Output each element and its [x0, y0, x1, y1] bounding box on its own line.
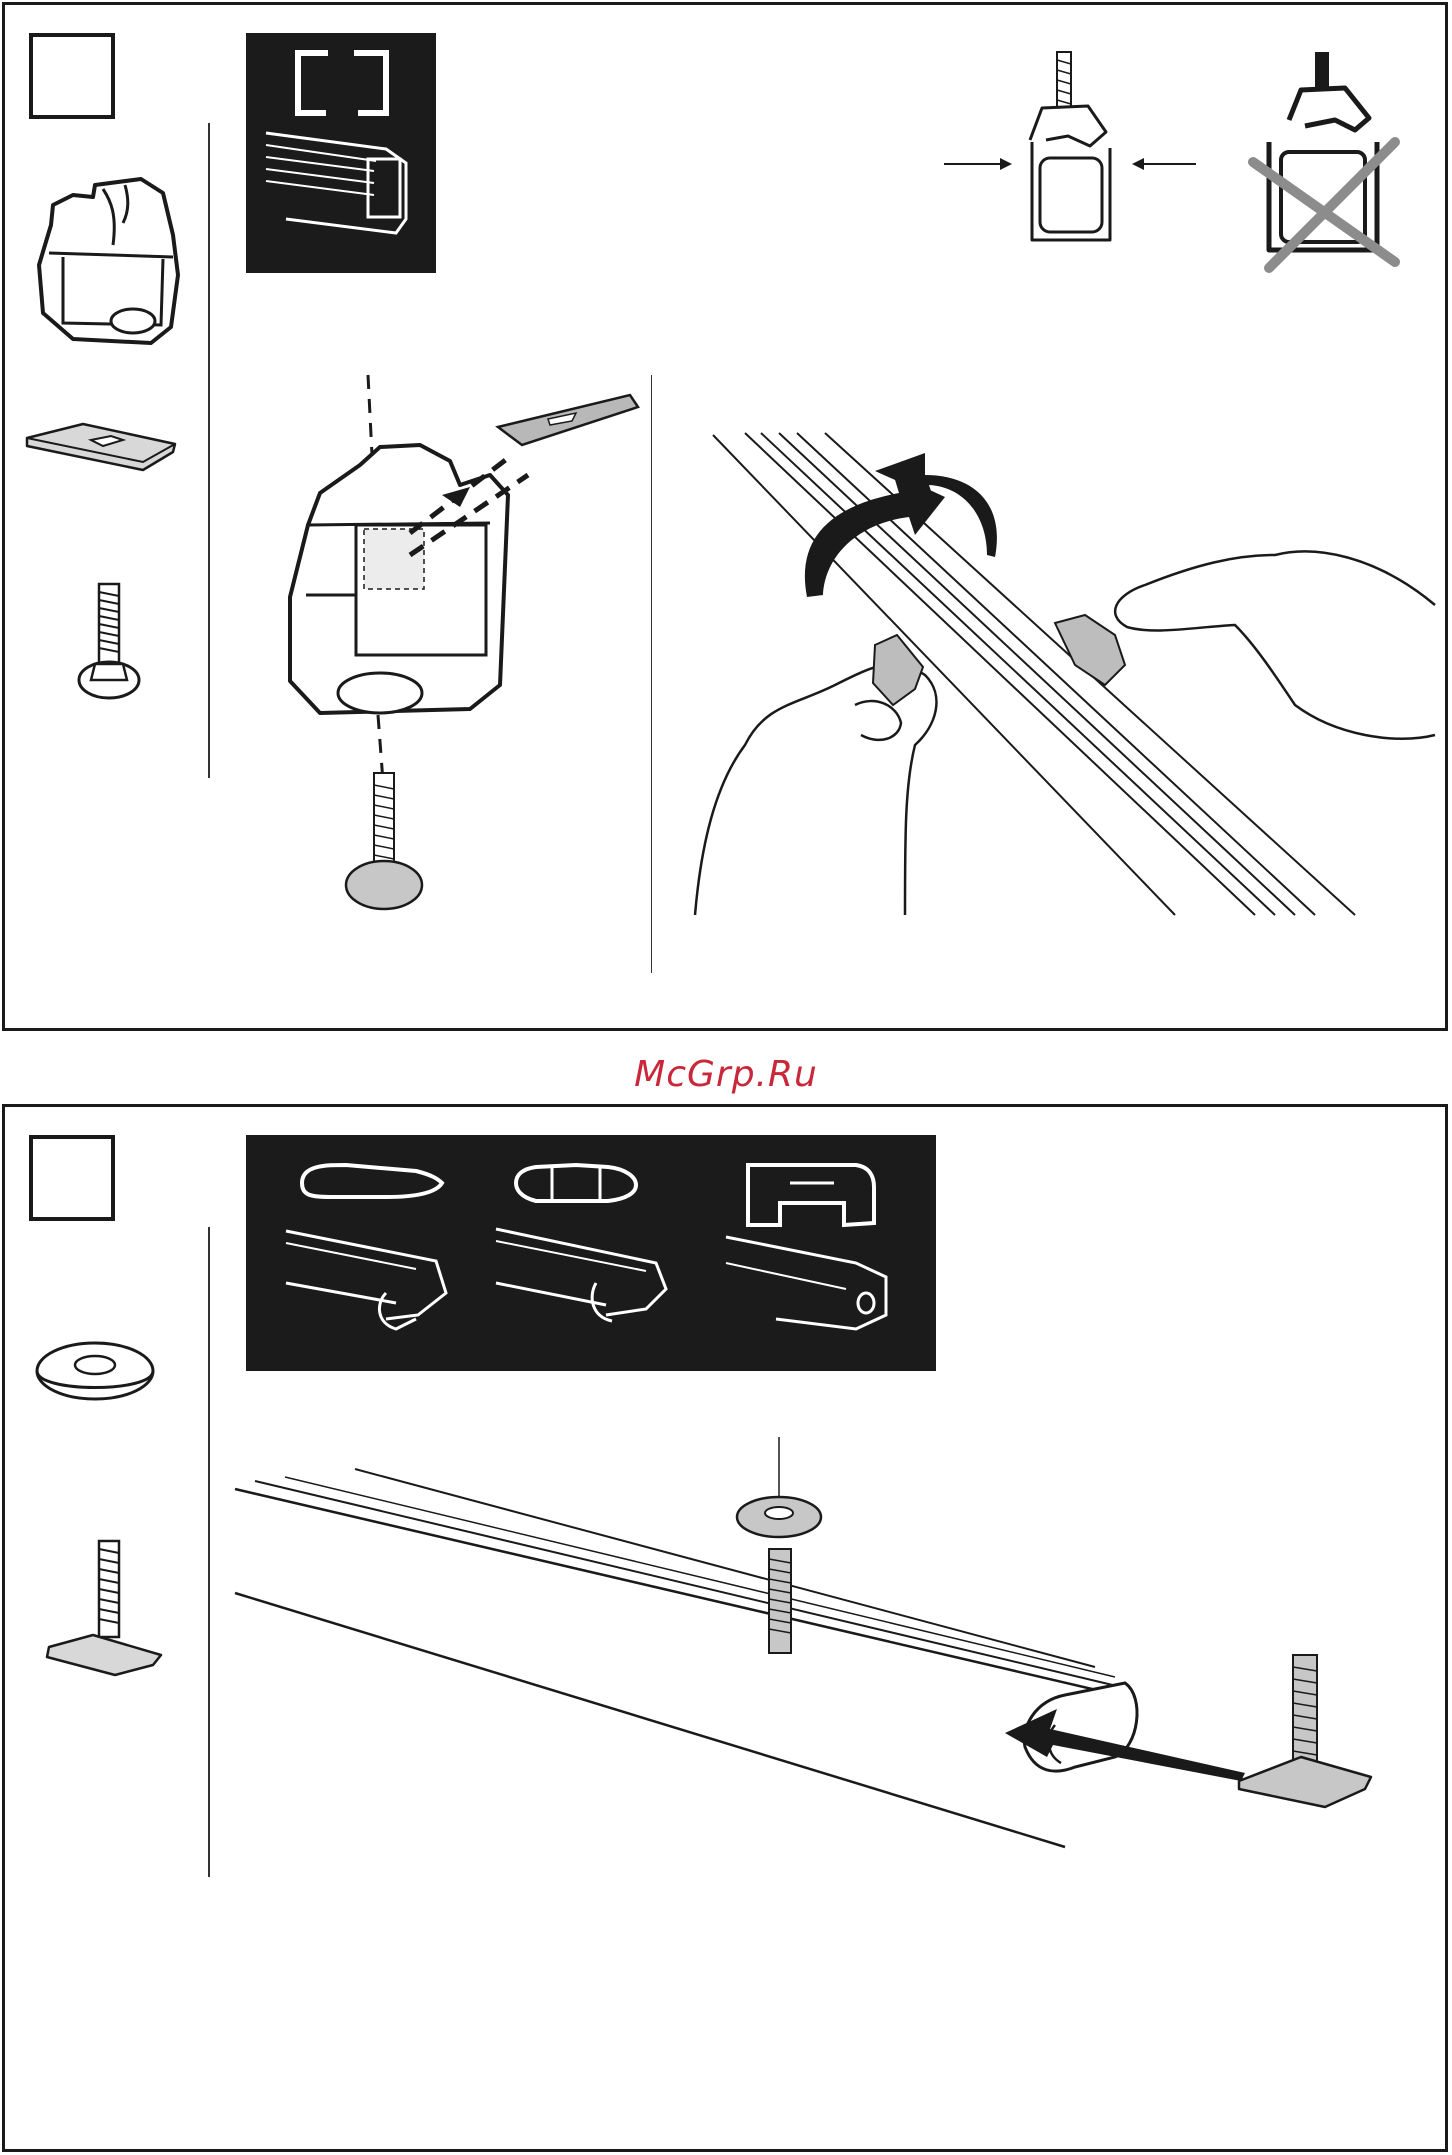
bar-profiles-box [246, 1135, 936, 1371]
t-bolt-flat-icon [43, 1537, 173, 1677]
clamp-assembly-illustration [260, 375, 660, 935]
clamp-bracket-icon [33, 175, 193, 355]
step-number-box [29, 33, 115, 119]
parts-divider [208, 123, 210, 778]
correct-fit-icon [940, 50, 1200, 260]
step-number-box [29, 1135, 115, 1221]
wing-bar-profile-icon [266, 1143, 466, 1363]
aero-bar-profile-icon [496, 1143, 696, 1363]
instruction-step-panel-1 [2, 2, 1448, 1031]
hands-install-illustration [675, 405, 1435, 965]
wrong-fit-cross-icon [1245, 50, 1415, 280]
square-bar-profile-icon [246, 33, 436, 273]
washer-icon [33, 1337, 163, 1407]
bar-bolt-assembly-illustration [235, 1437, 1405, 1897]
rubber-pad-icon [23, 420, 183, 480]
instruction-step-panel-2 [2, 1104, 1448, 2152]
bar-profile-box [246, 33, 436, 273]
watermark-text: McGrp.Ru [0, 1054, 1452, 1095]
pro-bar-profile-icon [726, 1143, 926, 1363]
parts-divider [208, 1227, 210, 1877]
t-bolt-icon [69, 580, 159, 710]
